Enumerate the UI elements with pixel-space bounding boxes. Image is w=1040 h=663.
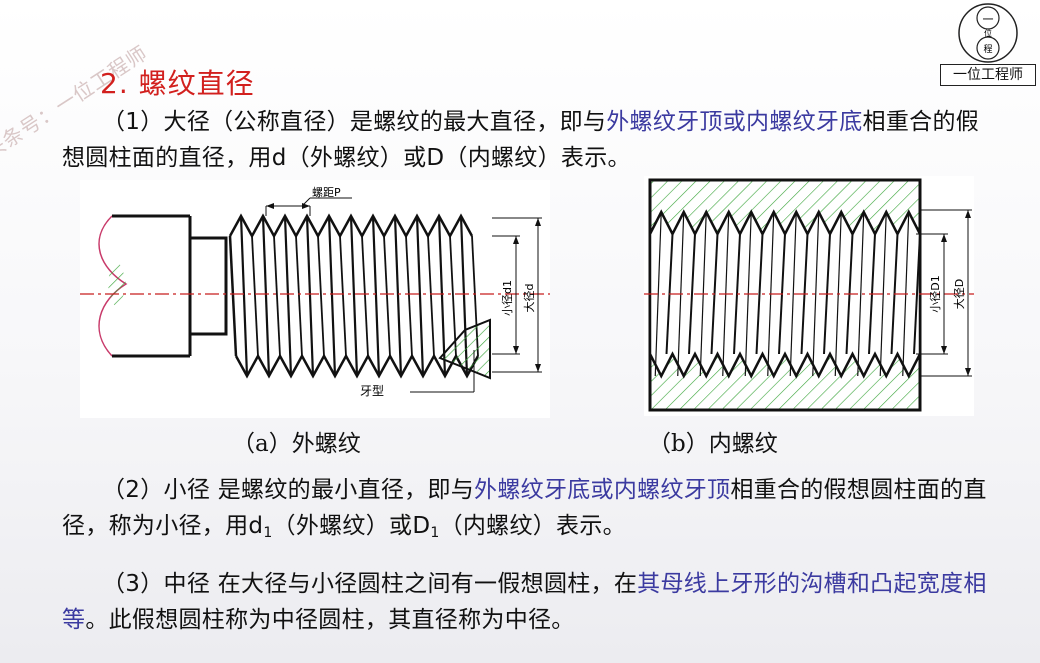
thread-root-line [273, 235, 281, 357]
thread-crest-line [349, 215, 359, 377]
paragraph-pitch-diameter: （3）中径 在大径与小径圆柱之间有一假想圆柱，在其母线上牙形的沟槽和凸起宽度相等… [62, 566, 992, 638]
para2-mid2: （外螺纹）或D [272, 513, 431, 539]
para1-suffix: 相重合的假想圆柱面的直径，用d（外螺纹）或D（内螺纹）表示。 [62, 109, 980, 171]
paragraph-major-diameter: （1）大径（公称直径）是螺纹的最大直径，即与外螺纹牙顶或内螺纹牙底相重合的假想圆… [62, 104, 992, 176]
thread-root-line [449, 235, 457, 357]
internal-thread-root-line [857, 211, 865, 377]
para1-prefix: （1）大径（公称直径）是螺纹的最大直径，即与 [102, 109, 607, 135]
logo-glyph-bottom: 程 [983, 44, 992, 55]
external-thread-diagram: 螺距P 小径d1 大径d 牙型 [80, 180, 550, 418]
diagram-a-background [80, 180, 550, 418]
para3-highlight: 其母线上牙形的沟槽和凸起宽度相等 [62, 571, 987, 633]
thread-crest-line [327, 215, 337, 377]
thread-crest-line [371, 215, 381, 377]
label-minor-diameter: 小径d1 [501, 280, 514, 316]
logo-text: 一位工程师 [940, 64, 1036, 86]
thread-crest-line [393, 215, 403, 377]
thread-profile-section [438, 318, 491, 380]
thread-root-line [317, 235, 325, 357]
para2-prefix: （2）小径 是螺纹的最小直径，即与 [102, 477, 475, 503]
thread-crest-line [261, 215, 271, 377]
internal-thread-line [688, 233, 696, 355]
thread-root-line [295, 235, 303, 357]
para2-mid: 相重合的假想圆柱面的直径，称为小径，用d [62, 477, 987, 539]
internal-thread-line [755, 233, 764, 355]
paragraph-minor-diameter: （2）小径 是螺纹的最小直径，即与外螺纹牙底或内螺纹牙顶相重合的假想圆柱面的直径… [62, 472, 992, 551]
para2-sub2: 1 [430, 525, 440, 541]
label-major-diameter-b: 大径D [952, 279, 966, 309]
internal-thread-root-line [812, 211, 820, 377]
internal-thread-root-line [789, 211, 797, 377]
internal-thread-profile [648, 209, 922, 379]
external-thread-profile [228, 213, 480, 379]
internal-thread-root-line [654, 211, 662, 377]
thread-root-line [383, 235, 391, 357]
logo-emblem: 一 位 程 [958, 3, 1018, 63]
thread-crest-line [415, 215, 425, 377]
label-minor-diameter-b: 小径D1 [929, 275, 942, 312]
logo-glyph-mid: 位 [984, 28, 992, 38]
logo: 一 位 程 一位工程师 [940, 2, 1036, 86]
thread-relief [188, 236, 228, 336]
thread-root-line [427, 235, 435, 357]
para2-highlight: 外螺纹牙底或内螺纹牙顶 [474, 477, 731, 503]
label-pitch: 螺距P [312, 186, 341, 199]
thread-root-line [361, 235, 369, 357]
thread-crest-line [283, 215, 293, 377]
caption-external-thread: （a）外螺纹 [232, 431, 361, 457]
thread-crest-line [437, 215, 447, 377]
thread-root-line [251, 235, 259, 357]
section-title: 2. 螺纹直径 [100, 67, 255, 100]
thread-crest-line [305, 215, 315, 377]
thread-crest-line [239, 215, 249, 377]
internal-thread-diagram: 小径D1 大径D [644, 176, 974, 416]
para2-sub1: 1 [263, 525, 273, 541]
label-major-diameter: 大径d [522, 284, 536, 313]
para1-highlight: 外螺纹牙顶或内螺纹牙底 [606, 109, 863, 135]
label-thread-profile: 牙型 [360, 384, 384, 398]
caption-internal-thread: （b）内螺纹 [648, 431, 778, 457]
shaft-section-hatch [108, 262, 126, 306]
logo-glyph-top: 一 [983, 13, 994, 26]
internal-thread-root-line [879, 211, 887, 377]
para3-suffix: 。此假想圆柱称为中径圆柱，其直径称为中径。 [85, 607, 575, 633]
internal-thread-line [913, 233, 921, 355]
para3-prefix: （3）中径 在大径与小径圆柱之间有一假想圆柱，在 [102, 571, 638, 597]
thread-root-line [405, 235, 413, 357]
para2-suffix: （内螺纹）表示。 [439, 513, 626, 539]
thread-root-line [339, 235, 347, 357]
